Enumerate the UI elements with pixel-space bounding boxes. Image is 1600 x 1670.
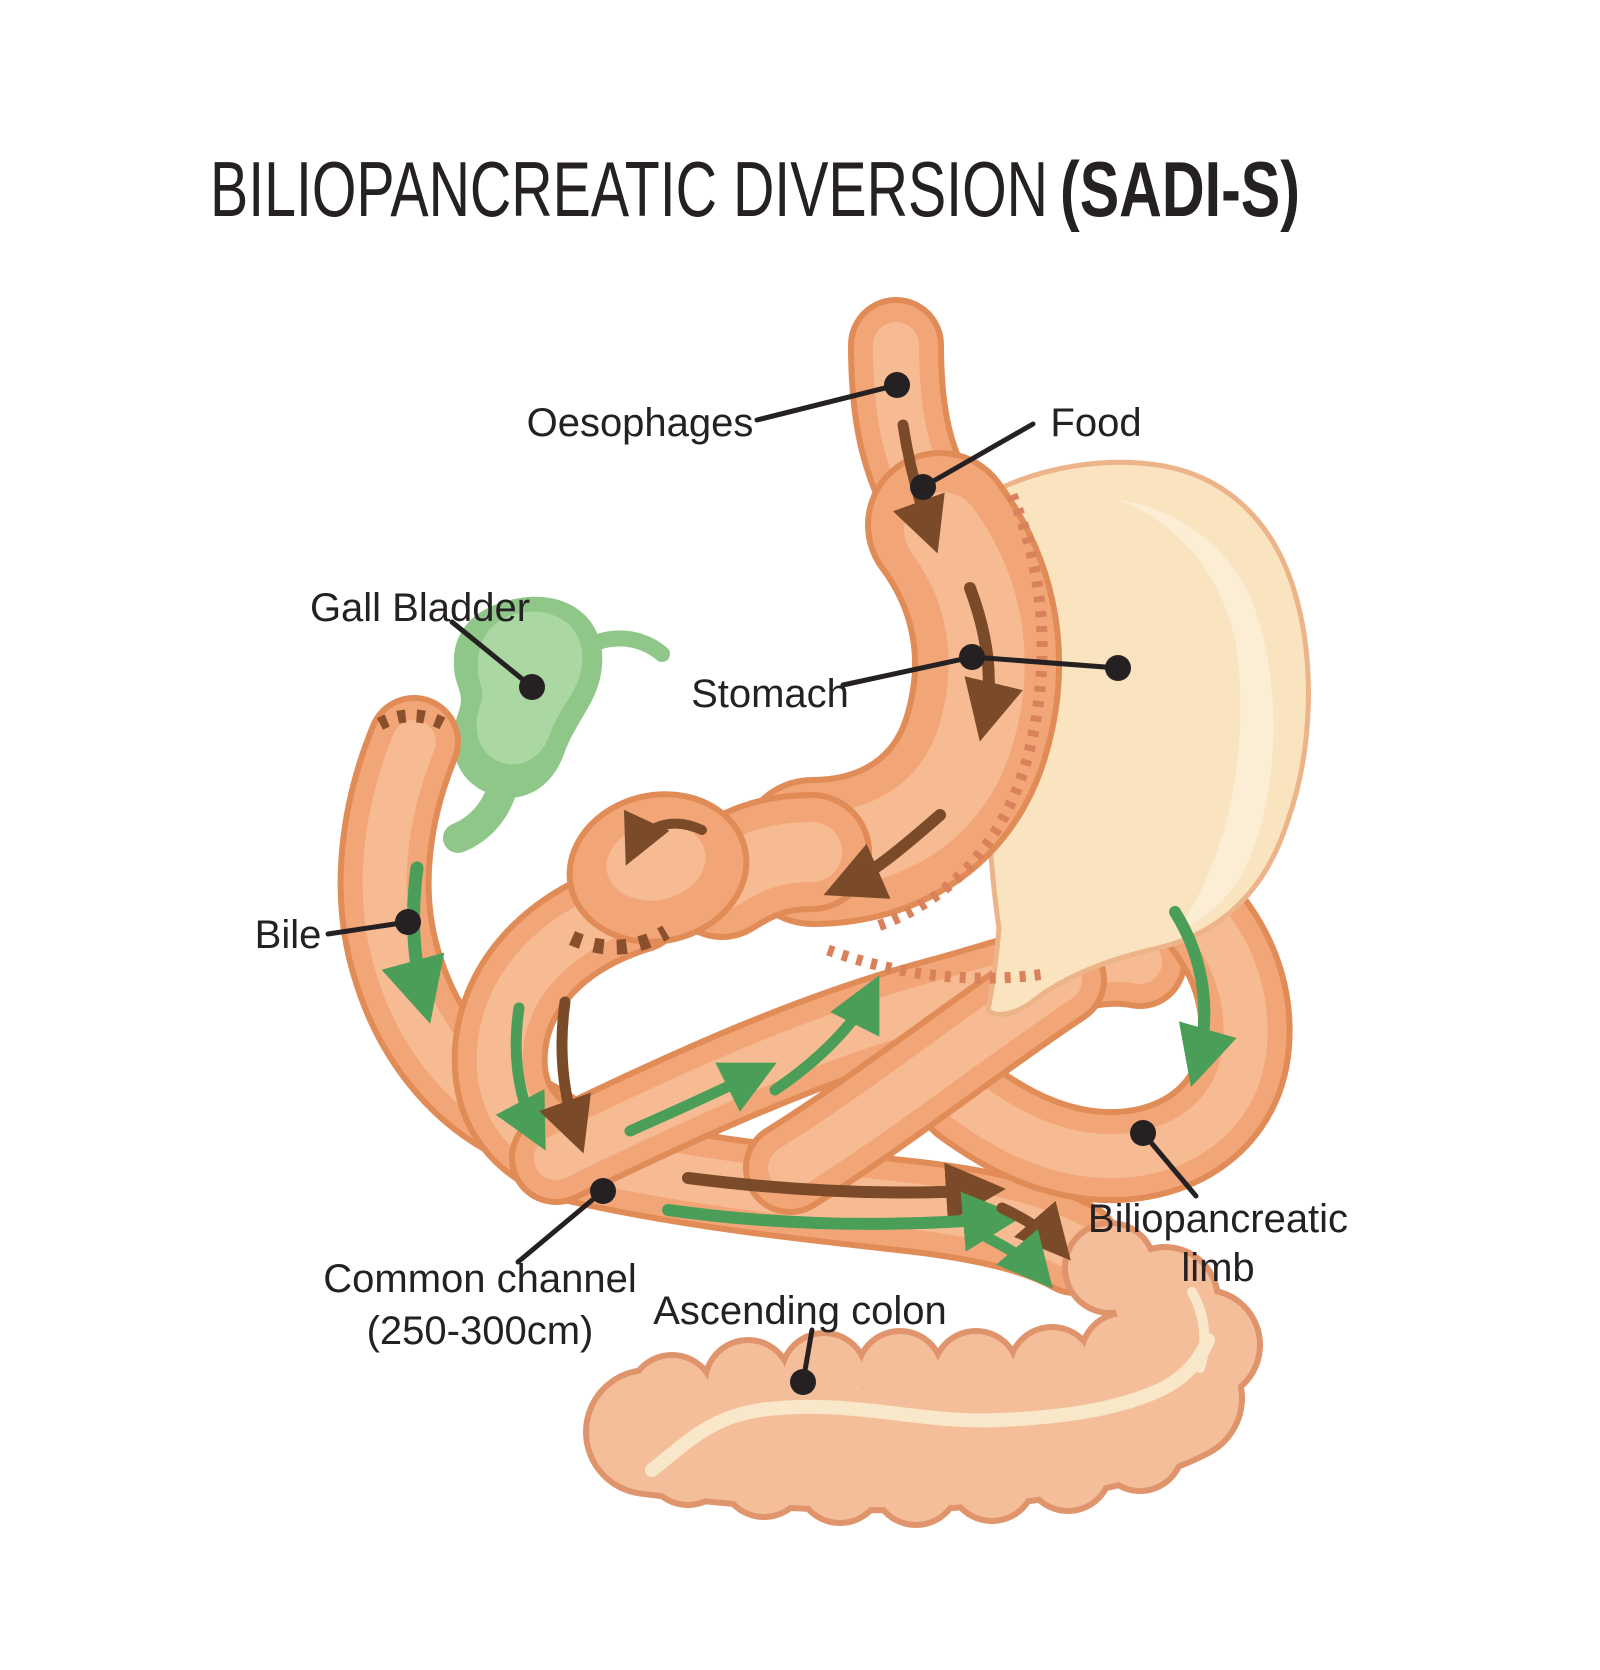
ascending-green-arrow-1: [624, 1062, 777, 1137]
label-gall-bladder: Gall Bladder: [310, 586, 530, 630]
page-title-emphasis: (SADI-S): [1060, 145, 1300, 233]
food-arrow-duodenum: [623, 809, 707, 866]
loop-green-down-arrow: [495, 1002, 546, 1151]
bile-stump-staples: [376, 709, 454, 734]
dot-stomach-remnant: [1105, 655, 1131, 681]
dot-bile: [395, 909, 421, 935]
common-channel-green-arrow: [662, 1191, 1023, 1252]
ascending-green-arrow-2: [769, 975, 880, 1096]
label-biliopancreatic-line2: limb: [1181, 1246, 1254, 1290]
cecum-highlight: [1187, 1287, 1210, 1373]
loop-brown-down-arrow: [539, 996, 591, 1154]
dot-common-channel: [590, 1178, 616, 1204]
label-oesophages: Oesophages: [527, 401, 754, 445]
dot-stomach-sleeve: [959, 644, 985, 670]
dot-ascending-colon: [790, 1369, 816, 1395]
leader-bile: [325, 919, 411, 937]
colon-haustra: [589, 1226, 1257, 1522]
label-biliopancreatic-line1: Biliopancreatic: [1088, 1197, 1348, 1241]
dot-oesophages: [884, 372, 910, 398]
dot-biliopancreatic: [1130, 1120, 1156, 1146]
ascending-colon: [583, 1220, 1263, 1528]
leader-biliopancreatic: [1140, 1130, 1199, 1199]
gall-bladder-duct-tail: [590, 630, 670, 662]
label-common-channel-line1: Common channel: [323, 1257, 637, 1301]
label-ascending-colon: Ascending colon: [653, 1289, 947, 1333]
leader-lines: [325, 372, 1199, 1395]
leader-gall-bladder: [449, 619, 535, 690]
staple-lines: [376, 492, 1048, 984]
flow-arrows: [381, 419, 1237, 1289]
sleeve-staple-zipper: [870, 492, 1048, 934]
bp-limb-green-arrow: [1169, 906, 1237, 1088]
stomach-sleeve: [566, 450, 1063, 945]
leader-oesophages: [754, 382, 900, 423]
label-food: Food: [1050, 401, 1141, 445]
leader-food: [920, 421, 1036, 490]
page-title-main: BILIOPANCREATIC DIVERSION: [210, 145, 1048, 233]
taenia-coli-stripe: [645, 1333, 1215, 1477]
stomach-remnant-highlight: [1120, 500, 1274, 930]
label-common-channel-line2: (250-300cm): [367, 1309, 594, 1353]
duodenal-anastomosis-staples: [568, 925, 670, 955]
dot-food: [910, 474, 936, 500]
label-stomach: Stomach: [691, 672, 849, 716]
common-channel-brown-arrow: [682, 1162, 1006, 1223]
leader-common-channel: [515, 1188, 606, 1265]
label-bile: Bile: [255, 913, 322, 957]
food-arrow-antrum: [823, 809, 946, 899]
cecum-green-arrow: [982, 1228, 1053, 1289]
dot-gall-bladder: [519, 674, 545, 700]
cecum-brown-arrow: [996, 1200, 1071, 1261]
bile-flow-arrow: [381, 861, 445, 1024]
